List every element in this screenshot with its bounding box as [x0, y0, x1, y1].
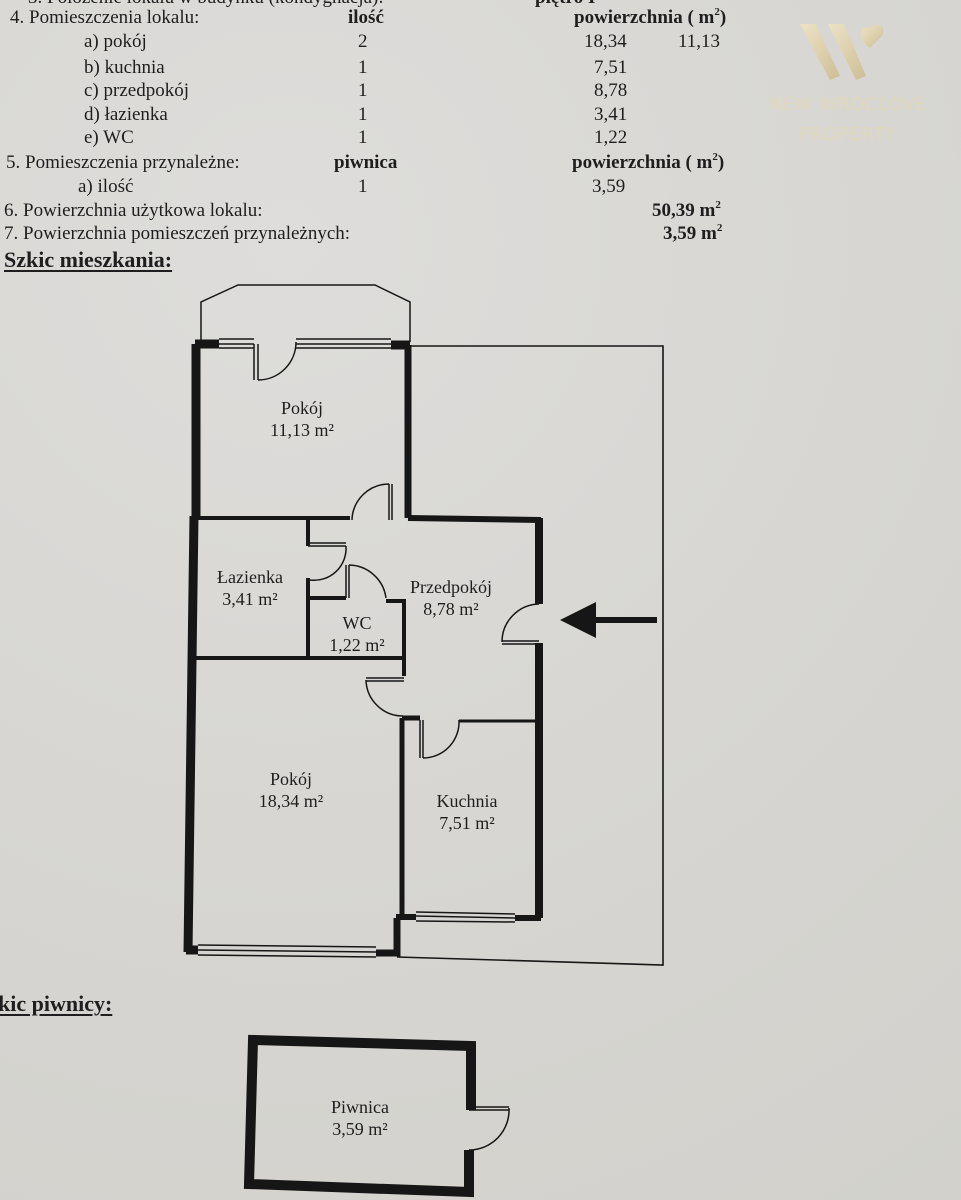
bottom-wall-right — [376, 918, 401, 957]
room-name: WC — [342, 613, 372, 633]
room-name: Piwnica — [331, 1097, 389, 1117]
row-label: d) łazienka — [84, 104, 168, 125]
area-header-sup: 2 — [712, 151, 718, 163]
row-qty: 1 — [358, 80, 368, 101]
hall-top-wall — [407, 515, 542, 523]
section6-value: 50,39 m2 — [652, 200, 721, 222]
room-label-piwnica: Piwnica 3,59 m² — [331, 1096, 389, 1140]
room-name: Przedpokój — [410, 577, 492, 597]
entrance-arrow-icon — [560, 602, 657, 638]
section7-value: 3,59 m2 — [663, 223, 722, 245]
value-text: 3,59 m — [663, 223, 717, 244]
door-pokoj-hall — [351, 483, 393, 521]
area-header-sup: 2 — [714, 6, 720, 18]
room-label-przedpokoj: Przedpokój 8,78 m² — [410, 576, 492, 620]
balcony-door — [253, 341, 297, 381]
kitchen-window — [415, 911, 516, 923]
area-header-close: ) — [719, 7, 727, 28]
row-qty: 1 — [358, 57, 368, 78]
room-area: 18,34 m² — [258, 791, 324, 811]
value-sup: 2 — [716, 222, 723, 234]
room-name: Pokój — [280, 398, 324, 418]
room-area: 11,13 m² — [270, 420, 334, 440]
watermark-line2: PROPERTY — [799, 124, 897, 145]
outer-boundary — [396, 345, 664, 966]
room-label-kuchnia: Kuchnia 7,51 m² — [437, 790, 498, 834]
kitchen-door — [419, 719, 460, 759]
basement-wall — [243, 1034, 476, 1198]
section5-row-label: a) ilość — [78, 176, 134, 197]
section4-title: 4. Pomieszczenia lokalu: — [10, 7, 200, 28]
door-lazienka — [308, 542, 347, 582]
room-area: 3,59 m² — [332, 1119, 388, 1139]
area-header-text: powierzchnia ( m — [574, 7, 715, 28]
room-label-lazienka: Łazienka 3,41 m² — [217, 566, 283, 610]
area-header-text: powierzchnia ( m — [572, 152, 713, 173]
section5-area-header: powierzchnia ( m2) — [572, 152, 724, 174]
value-text: 50,39 m — [652, 200, 716, 221]
wc-top-wall-right — [386, 599, 406, 660]
entrance-door — [501, 603, 540, 645]
section4-qty-header: ilość — [348, 7, 384, 28]
cut-header-right: piętro I — [535, 0, 595, 9]
value-sup: 2 — [715, 199, 721, 211]
window-top-right — [296, 338, 391, 349]
room-label-pokoj-large: Pokój 18,34 m² — [259, 768, 323, 812]
window-bottom — [197, 944, 377, 958]
basement-door — [468, 1106, 510, 1151]
section6-title: 6. Powierzchnia użytkowa lokalu: — [4, 200, 263, 221]
room-area: 7,51 m² — [439, 813, 495, 833]
row-area: 3,41 — [594, 104, 628, 125]
room-area: 1,22 m² — [329, 635, 385, 655]
sketch-basement-title: kic piwnicy: — [0, 991, 113, 1016]
row-area: 7,51 — [594, 57, 628, 78]
wc-door — [345, 564, 387, 599]
room-area: 8,78 m² — [423, 599, 479, 619]
row-qty: 2 — [358, 31, 368, 52]
area-header-close: ) — [717, 152, 725, 173]
sketch-flat-title: Szkic mieszkania: — [4, 247, 173, 272]
watermark-line1: NEW WROCLOVE — [768, 94, 928, 115]
row-label: b) kuchnia — [84, 57, 165, 78]
row-area: 18,34 — [584, 31, 627, 52]
section7-title: 7. Powierzchnia pomieszczeń przynależnyc… — [4, 223, 351, 244]
section4-area-header: powierzchnia ( m2) — [574, 7, 726, 29]
watermark: NEW WROCLOVE PROPERTY — [748, 18, 948, 148]
window-top-left — [219, 338, 254, 349]
watermark-logo-icon — [800, 24, 884, 80]
row-label: e) WC — [84, 127, 134, 148]
section5-title: 5. Pomieszczenia przynależne: — [6, 152, 240, 173]
left-wall — [183, 344, 201, 953]
door-pokoj2 — [365, 677, 404, 717]
room-name: Łazienka — [217, 567, 283, 587]
row-area: 8,78 — [594, 80, 628, 101]
row-qty: 1 — [358, 127, 368, 148]
room-label-wc: WC 1,22 m² — [329, 612, 384, 656]
section5-type-header: piwnica — [334, 152, 398, 173]
section5-row-area: 3,59 — [592, 176, 626, 197]
row-area: 1,22 — [594, 127, 628, 148]
cut-header-left: 3. Położenie lokalu w budynku (kondygnac… — [28, 0, 384, 9]
room-name: Kuchnia — [436, 791, 498, 811]
room-label-pokoj-small: Pokój 11,13 m² — [270, 397, 334, 441]
row-area-2: 11,13 — [678, 31, 721, 52]
row-label: c) przedpokój — [84, 80, 189, 101]
row-qty: 1 — [358, 104, 368, 125]
section5-row-qty: 1 — [358, 176, 368, 197]
row-label: a) pokój — [84, 31, 147, 52]
room-area: 3,41 m² — [222, 589, 278, 609]
room-name: Pokój — [269, 769, 312, 789]
basement-plan — [243, 1034, 510, 1198]
balcony-outline — [200, 284, 411, 342]
